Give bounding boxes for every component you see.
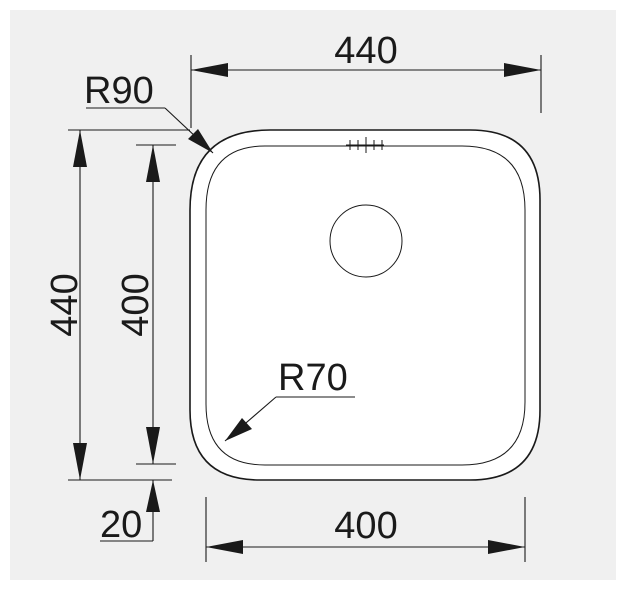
- flange-offset-label: 20: [100, 504, 142, 546]
- sink-inner-bowl: [205, 145, 526, 466]
- outer-height-dimension: 440: [44, 129, 190, 481]
- top-width-dimension: 440: [190, 30, 542, 128]
- sink-outer-rim: [189, 129, 541, 481]
- outer-radius-label: R90: [84, 70, 154, 112]
- center-mark: [346, 137, 384, 153]
- top-width-label: 440: [334, 30, 397, 72]
- bottom-width-dimension: 400: [205, 497, 526, 562]
- outer-height-label: 440: [44, 273, 86, 336]
- inner-height-dimension: 400: [115, 144, 176, 465]
- bottom-width-label: 400: [334, 505, 397, 547]
- inner-height-label: 400: [115, 273, 157, 336]
- outer-radius-callout: R90: [84, 70, 214, 154]
- inner-radius-callout: R70: [224, 357, 355, 442]
- drain-hole: [329, 204, 403, 278]
- inner-radius-label: R70: [278, 357, 348, 399]
- flange-offset-dimension: 20: [100, 480, 160, 546]
